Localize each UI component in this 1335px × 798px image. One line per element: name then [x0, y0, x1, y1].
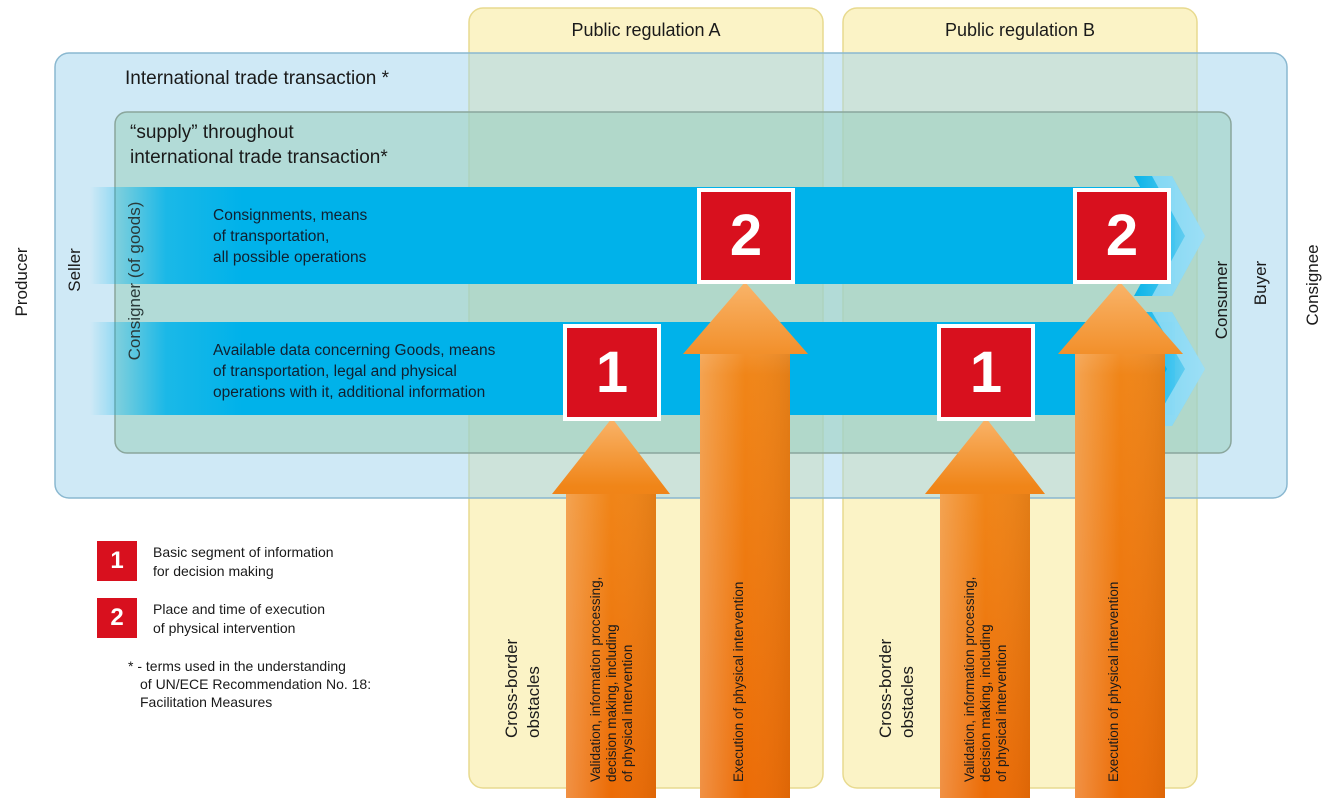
supply-title-line-2: international trade transaction*	[130, 147, 388, 168]
flow-bottom-line-2: of transportation, legal and physical	[213, 363, 457, 380]
flow-top-line-2: of transportation,	[213, 228, 330, 245]
obstacles-label-a: Cross-border obstacles	[501, 588, 545, 738]
consumer-label: Consumer	[1212, 260, 1231, 340]
supply-box-title: “supply” throughout international trade …	[130, 120, 388, 170]
execution-label-a: Execution of physical intervention	[731, 581, 746, 782]
legend-badge-1: 1	[97, 541, 137, 581]
badge-2-b-number: 2	[1105, 203, 1139, 268]
producer-label: Producer	[12, 247, 31, 317]
execution-arrow-a	[683, 282, 808, 798]
legend-2-line-2: of physical intervention	[153, 620, 296, 636]
obstacles-label-b: Cross-border obstacles	[875, 588, 919, 738]
validation-b-line-3: of physical intervention	[994, 644, 1009, 782]
execution-arrow-b	[1058, 282, 1183, 798]
validation-b-line-1: Validation, information processing,	[962, 576, 977, 782]
footnote-line-1: * - terms used in the understanding	[128, 658, 346, 674]
supply-title-line-1: “supply” throughout	[130, 122, 294, 143]
consigner-label: Consigner (of goods)	[125, 201, 144, 361]
validation-label-b: Validation, information processing, deci…	[962, 512, 1012, 782]
legend-1-line-1: Basic segment of information	[153, 544, 334, 560]
badge-1-b-number: 1	[969, 340, 1003, 405]
consignee-label: Consignee	[1303, 244, 1322, 326]
legend-text-1: Basic segment of information for decisio…	[153, 543, 334, 581]
validation-a-line-1: Validation, information processing,	[588, 576, 603, 782]
obstacles-b-line-2: obstacles	[898, 666, 917, 738]
legend-2-line-1: Place and time of execution	[153, 601, 325, 617]
badge-1-regulation-b	[937, 324, 1035, 421]
flow-top-line-1: Consignments, means	[213, 207, 368, 224]
obstacles-a-line-1: Cross-border	[502, 638, 521, 738]
validation-b-line-2: decision making, including	[978, 624, 993, 782]
legend-text-2: Place and time of execution of physical …	[153, 600, 325, 638]
buyer-label: Buyer	[1251, 260, 1270, 306]
badge-1-a-number: 1	[595, 340, 629, 405]
flow-band-top	[90, 187, 1175, 284]
flow-top-text: Consignments, means of transportation, a…	[213, 205, 367, 268]
badge-2-regulation-a	[697, 188, 795, 284]
badge-2-a-number: 2	[729, 203, 763, 268]
execution-label-b: Execution of physical intervention	[1106, 581, 1121, 782]
validation-a-line-3: of physical intervention	[620, 644, 635, 782]
transaction-box-title: International trade transaction *	[125, 68, 390, 89]
obstacles-b-line-1: Cross-border	[876, 638, 895, 738]
legend-footnote: * - terms used in the understanding of U…	[128, 657, 371, 711]
legend-1-line-2: for decision making	[153, 563, 274, 579]
flow-bottom-text: Available data concerning Goods, means o…	[213, 340, 495, 403]
validation-a-line-2: decision making, including	[604, 624, 619, 782]
validation-label-a: Validation, information processing, deci…	[588, 512, 638, 782]
public-regulation-a-title: Public regulation A	[571, 20, 721, 40]
flow-bottom-line-3: operations with it, additional informati…	[213, 384, 486, 401]
flow-top-line-3: all possible operations	[213, 249, 367, 266]
footnote-line-2: of UN/ECE Recommendation No. 18:	[140, 676, 372, 692]
flow-bottom-line-1: Available data concerning Goods, means	[213, 342, 496, 359]
seller-label: Seller	[65, 248, 84, 292]
badge-1-regulation-a	[563, 324, 661, 421]
public-regulation-b-title: Public regulation B	[944, 20, 1096, 40]
footnote-line-3: Facilitation Measures	[140, 694, 273, 710]
validation-arrow-a	[552, 418, 670, 798]
legend-badge-2: 2	[97, 598, 137, 638]
badge-2-regulation-b	[1073, 188, 1171, 284]
obstacles-a-line-2: obstacles	[524, 666, 543, 738]
validation-arrow-b	[925, 418, 1045, 798]
